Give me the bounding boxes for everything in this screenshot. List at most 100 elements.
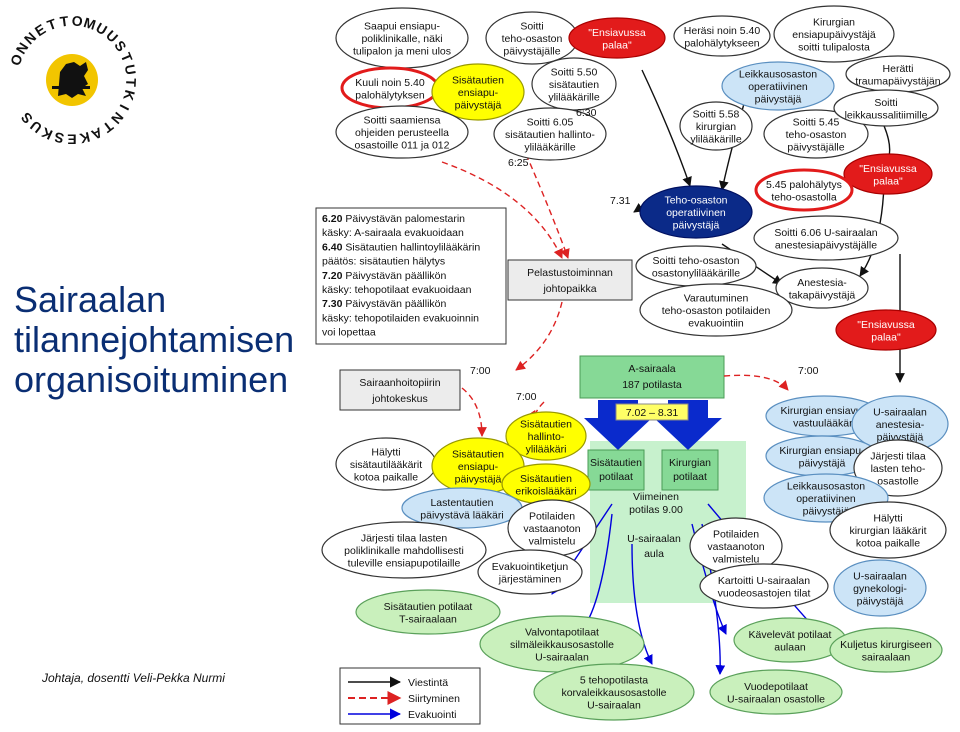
- node-shape: [639, 185, 753, 239]
- sairaanhoitopiiri-command-box: Sairaanhoitopiirin johtokeskus: [339, 369, 461, 411]
- node-label: Sisätautien potilaat: [384, 601, 473, 613]
- timeline-entry: käsky: tehopotilaat evakuoidaan: [322, 284, 472, 296]
- node-label: Saapui ensiapu-: [364, 21, 440, 33]
- timeline-entry-time: 7.30: [322, 298, 345, 310]
- node-label: teho-osaston: [502, 33, 563, 45]
- title-line-2: tilannejohtamisen: [14, 319, 295, 360]
- timeline-box: 6.20 Päivystävän palomestarin käsky: A-sa…: [315, 207, 507, 345]
- node-shape: [673, 15, 771, 57]
- node-label: päivystäjä: [803, 506, 850, 518]
- node-label: tuleville ensiapupotilaille: [348, 558, 461, 570]
- node-shape: [568, 17, 666, 59]
- node-label: Soitti 5.50: [551, 67, 598, 79]
- node-n1: Saapui ensiapu-poliklinikalle, näkitulip…: [335, 7, 469, 69]
- node-label: Järjesti tilaa lasten: [361, 533, 448, 545]
- node-label: Vuodepotilaat: [744, 681, 808, 693]
- node-label: teho-osaston potilaiden: [662, 305, 771, 317]
- a-sairaala-header-box: [579, 355, 725, 399]
- time-label-625: 6:25: [508, 157, 529, 169]
- evacuation-time-range: 7.02 – 8.31: [626, 407, 679, 419]
- connector-transfer: [515, 301, 563, 371]
- logo-letter: E: [67, 131, 76, 147]
- sairaanhoitopiiri-line2: johtokeskus: [371, 393, 427, 405]
- node-label: Sisätautien: [452, 75, 504, 87]
- node-label: sairaalaan: [862, 651, 911, 663]
- connector-transfer: [723, 374, 789, 391]
- pelastus-command-box: Pelastustoiminnan johtopaikka: [507, 259, 633, 301]
- legend-transfer-label: Siirtyminen: [408, 693, 460, 705]
- node-label: Järjesti tilaa: [870, 451, 926, 463]
- timeline-entry: käsky: A-sairaala evakuoidaan: [322, 227, 464, 239]
- logo-letter: T: [59, 13, 70, 30]
- timeline-entry-text: päätös: sisätautien hälytys: [322, 256, 445, 268]
- node-label: Soitti 6.05: [527, 117, 574, 129]
- node-label: ylilääkärille: [524, 142, 576, 154]
- node-label: hallinto-: [528, 431, 565, 443]
- node-label: Soitti 5.58: [693, 109, 740, 121]
- connector-evacuation: [631, 543, 653, 665]
- node-label: ensiapu-: [458, 87, 499, 99]
- timeline-entry-time: 6.40: [322, 241, 345, 253]
- node-label: Kirurgian ensiavun: [781, 405, 868, 417]
- logo-letter: O: [7, 52, 26, 68]
- timeline-entry: 6.20 Päivystävän palomestarin: [322, 213, 465, 225]
- node-label: Kävelevät potilaat: [749, 629, 832, 641]
- sairaanhoitopiiri-line1: Sairaanhoitopiirin: [359, 377, 440, 389]
- legend-evacuation-label: Evakuointi: [408, 709, 456, 721]
- time-label-700-a: 7:00: [470, 365, 491, 377]
- node-label: teho-osaston: [786, 129, 847, 141]
- node-label: Teho-osaston: [664, 195, 727, 207]
- node-label: ylilääkärille: [548, 92, 600, 104]
- node-label: U-sairaalan: [853, 571, 907, 583]
- time-label-630: 6:30: [576, 107, 597, 119]
- node-shape: [753, 215, 899, 261]
- internal-medicine-patients-box: [587, 449, 645, 491]
- node-shape: [355, 589, 501, 635]
- lobby-line2: aula: [644, 548, 664, 560]
- lion-emblem-icon: [46, 54, 98, 106]
- node-n42: ValvontapotilaatsilmäleikkausosastolleU-…: [479, 615, 645, 673]
- node-label: evakuointiin: [688, 318, 744, 330]
- node-label: Leikkausosaston: [787, 481, 865, 493]
- logo-letter: T: [45, 15, 59, 33]
- timeline-entry-text: Päivystävän päällikön: [345, 298, 446, 310]
- node-shape: [843, 153, 933, 195]
- node-label: palaa": [602, 39, 632, 51]
- node-label: ylilääkäri: [526, 444, 567, 456]
- logo-letter: I: [117, 102, 133, 113]
- node-label: palaa": [873, 175, 903, 187]
- node-shape: [679, 101, 753, 151]
- node-label: Herätti: [883, 63, 914, 75]
- node-n21: Anestesia-takapäivystäjä: [775, 267, 869, 309]
- node-shape: [639, 283, 793, 337]
- node-shape: [477, 549, 583, 595]
- node-shape: [493, 107, 607, 161]
- node-n45: 5 tehopotilastakorvaleikkausosastolleU-s…: [533, 663, 695, 721]
- surgery-patients-line1: Kirurgian: [669, 457, 711, 469]
- node-label: U-sairaalan: [535, 652, 589, 664]
- node-label: päivystävä lääkäri: [420, 509, 503, 521]
- node-n19: Soitti 6.06 U-sairaalananestesiapäivystä…: [753, 215, 899, 261]
- node-label: päivystäjälle: [787, 142, 844, 154]
- node-label: poliklinikalle, näki: [361, 33, 442, 45]
- node-label: Soitti 5.45: [793, 117, 840, 129]
- node-shape: [721, 61, 835, 111]
- timeline-entry: käsky: tehopotilaiden evakuoinnin: [322, 312, 479, 324]
- timeline-entry-text: voi lopettaa: [322, 327, 376, 339]
- logo-letter: U: [122, 63, 140, 76]
- node-label: Soitti: [874, 97, 897, 109]
- node-shape: [709, 669, 843, 715]
- node-label: "Ensiavussa: [859, 163, 917, 175]
